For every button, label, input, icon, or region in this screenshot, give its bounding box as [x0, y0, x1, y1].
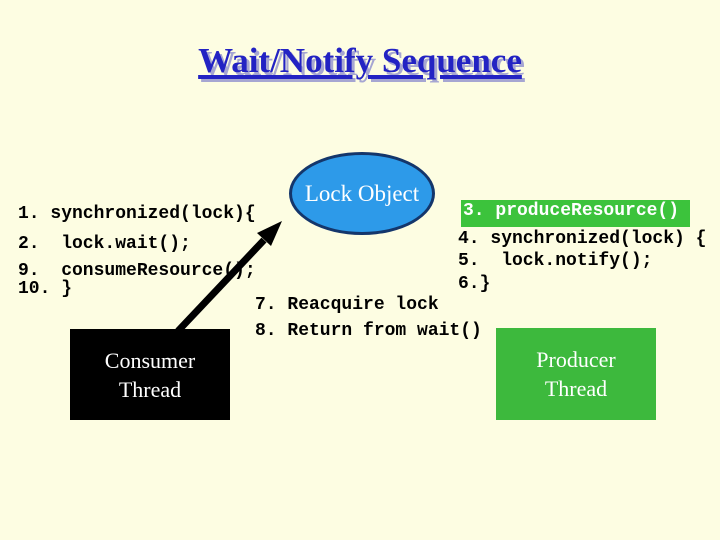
consumer-code-line-10: 10. }: [18, 279, 73, 299]
producer-code-line-3: 3. produceResource(): [463, 201, 680, 221]
page-title: Wait/Notify Sequence: [198, 41, 522, 80]
produce-resource-highlight: [461, 200, 690, 227]
producer-thread-box: Producer Thread: [496, 328, 656, 420]
consumer-code-line-9: 9. consumeResource();: [18, 261, 256, 281]
consumer-code-line-1: 1. synchronized(lock){: [18, 204, 256, 224]
producer-thread-label-line1: Producer: [536, 347, 616, 372]
producer-code-line-4: 4. synchronized(lock) {: [458, 229, 707, 249]
note-return-from-wait: 8. Return from wait(): [255, 321, 482, 341]
note-reacquire-lock: 7. Reacquire lock: [255, 295, 439, 315]
producer-thread-label-line2: Thread: [544, 376, 608, 401]
consumer-thread-box: Consumer Thread: [70, 329, 230, 420]
lock-object-label: Lock Object: [304, 180, 420, 206]
lock-object-shape: Lock Object: [289, 152, 435, 235]
producer-code-line-6: 6.}: [458, 274, 491, 294]
producer-code-line-5: 5. lock.notify();: [458, 251, 653, 271]
consumer-thread-label-line1: Consumer: [104, 347, 196, 373]
consumer-thread-label-line2: Thread: [118, 376, 182, 402]
consumer-code-line-2: 2. lock.wait();: [18, 234, 191, 254]
